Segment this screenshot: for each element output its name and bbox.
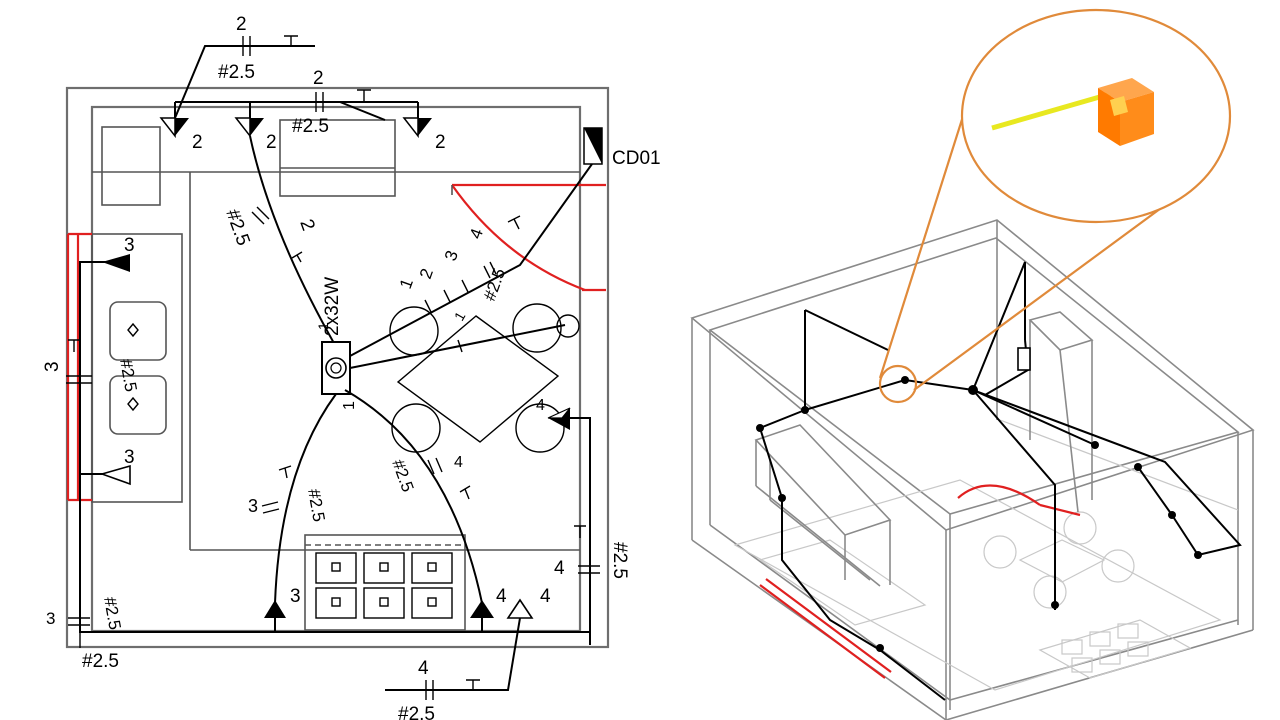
breaker-label: CD01 [612, 148, 661, 169]
label: 1 [341, 401, 358, 410]
label: 3 [290, 586, 301, 607]
label: #2.5 [480, 266, 509, 304]
label: #2.5 [609, 542, 630, 579]
label: #2.5 [388, 457, 417, 495]
callout-source [878, 364, 918, 404]
label: 2 [435, 132, 446, 153]
label: 3 [248, 496, 258, 516]
stove [279, 119, 396, 197]
label: #2.5 [398, 704, 435, 720]
socket-icon [470, 600, 494, 618]
iso-door-swing [957, 484, 1041, 506]
wire-fixture-down [274, 393, 337, 604]
label: 3 [46, 609, 55, 628]
label: 4 [496, 586, 507, 607]
door-swing [451, 184, 586, 292]
label: 4 [466, 226, 487, 241]
wire-fixture-breaker [349, 163, 593, 357]
label: 3 [124, 447, 135, 468]
label: #2.5 [221, 207, 253, 249]
label: 4 [540, 586, 551, 607]
label: 4 [536, 397, 545, 414]
wire-lamp-fixture [249, 135, 336, 346]
fixture-label: 2x32W [322, 277, 343, 336]
iso-table [1018, 539, 1106, 583]
conduit [991, 91, 1111, 131]
floor-plan: 2 #2.5 2 #2.5 2 2 2 CD01 2 #2.5 2x32W 1 … [42, 14, 661, 720]
cabinet-grid [315, 552, 453, 619]
label: #2.5 [116, 357, 140, 393]
label: 4 [418, 658, 429, 679]
label: #2.5 [304, 487, 328, 523]
label: 2 [416, 266, 437, 281]
label: 3 [441, 248, 462, 263]
socket-icon [264, 600, 286, 618]
sink-cabinet [91, 233, 183, 503]
label: 2 [313, 68, 324, 89]
label: 4 [454, 454, 463, 471]
iso-window [759, 584, 886, 679]
label: 2 [295, 217, 318, 234]
wire-top-left [174, 45, 315, 119]
bottom-cabinet [304, 534, 466, 631]
sink-b [109, 375, 167, 435]
iso-box [1017, 347, 1031, 371]
label: #2.5 [100, 595, 124, 631]
fridge [101, 126, 161, 206]
label: 3 [42, 361, 63, 372]
dining-table [396, 315, 560, 443]
callout-lens [960, 8, 1232, 224]
label: #2.5 [292, 116, 329, 137]
iso-cabinet [1038, 619, 1192, 679]
iso-wire [804, 310, 906, 412]
socket-icon [102, 254, 130, 272]
label: #2.5 [82, 651, 119, 672]
junction-box-icon [1098, 78, 1154, 146]
label: 2 [266, 132, 277, 153]
socket-icon [99, 464, 131, 486]
label: 1 [315, 322, 331, 330]
label: 2 [192, 132, 203, 153]
wire-perimeter [79, 261, 590, 633]
wire-bottom-feed [385, 617, 521, 691]
label: 2 [236, 14, 247, 35]
label: 1 [451, 309, 469, 324]
isometric-view [690, 8, 1255, 720]
socket-icon [506, 598, 534, 619]
label: 1 [396, 276, 417, 291]
label: 3 [124, 235, 135, 256]
label: #2.5 [218, 62, 255, 83]
label: 4 [554, 558, 565, 579]
sink-a [109, 301, 167, 361]
